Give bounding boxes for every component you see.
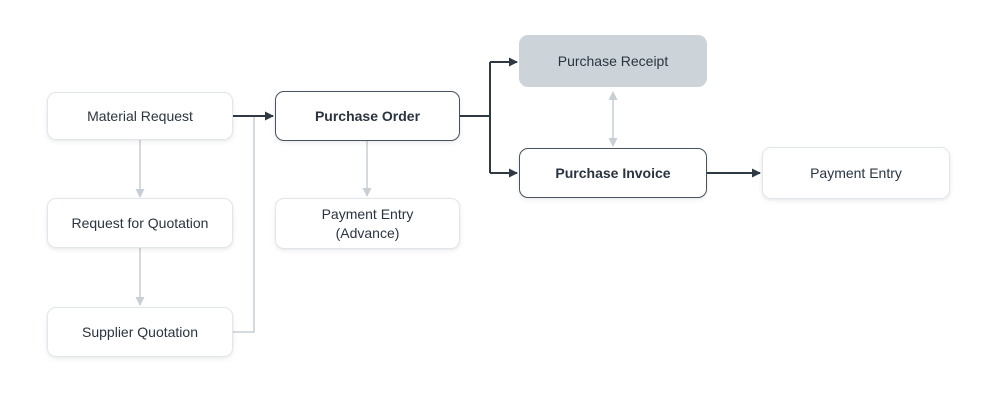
- node-request-for-quotation: Request for Quotation: [47, 198, 233, 248]
- node-purchase-order-label: Purchase Order: [314, 107, 421, 124]
- node-material-request-label: Material Request: [87, 107, 193, 124]
- node-purchase-receipt: Purchase Receipt: [519, 35, 707, 87]
- node-supplier-quotation: Supplier Quotation: [47, 307, 233, 357]
- node-payment-entry-advance: Payment Entry (Advance): [275, 198, 460, 249]
- node-purchase-invoice-label: Purchase Invoice: [555, 164, 671, 181]
- node-purchase-order: Purchase Order: [275, 91, 460, 141]
- node-supplier-quotation-label: Supplier Quotation: [82, 323, 198, 340]
- edge-supplier-quotation-to-purchase-order: [233, 117, 255, 333]
- node-request-for-quotation-label: Request for Quotation: [71, 214, 209, 231]
- node-payment-entry-label: Payment Entry: [810, 164, 902, 181]
- node-payment-entry-advance-label: Payment Entry: [321, 206, 414, 223]
- node-purchase-receipt-label: Purchase Receipt: [557, 52, 669, 69]
- node-payment-entry: Payment Entry: [762, 147, 950, 199]
- node-purchase-invoice: Purchase Invoice: [519, 148, 707, 198]
- node-payment-entry-advance-label-line2: (Advance): [335, 224, 400, 241]
- node-material-request: Material Request: [47, 92, 233, 140]
